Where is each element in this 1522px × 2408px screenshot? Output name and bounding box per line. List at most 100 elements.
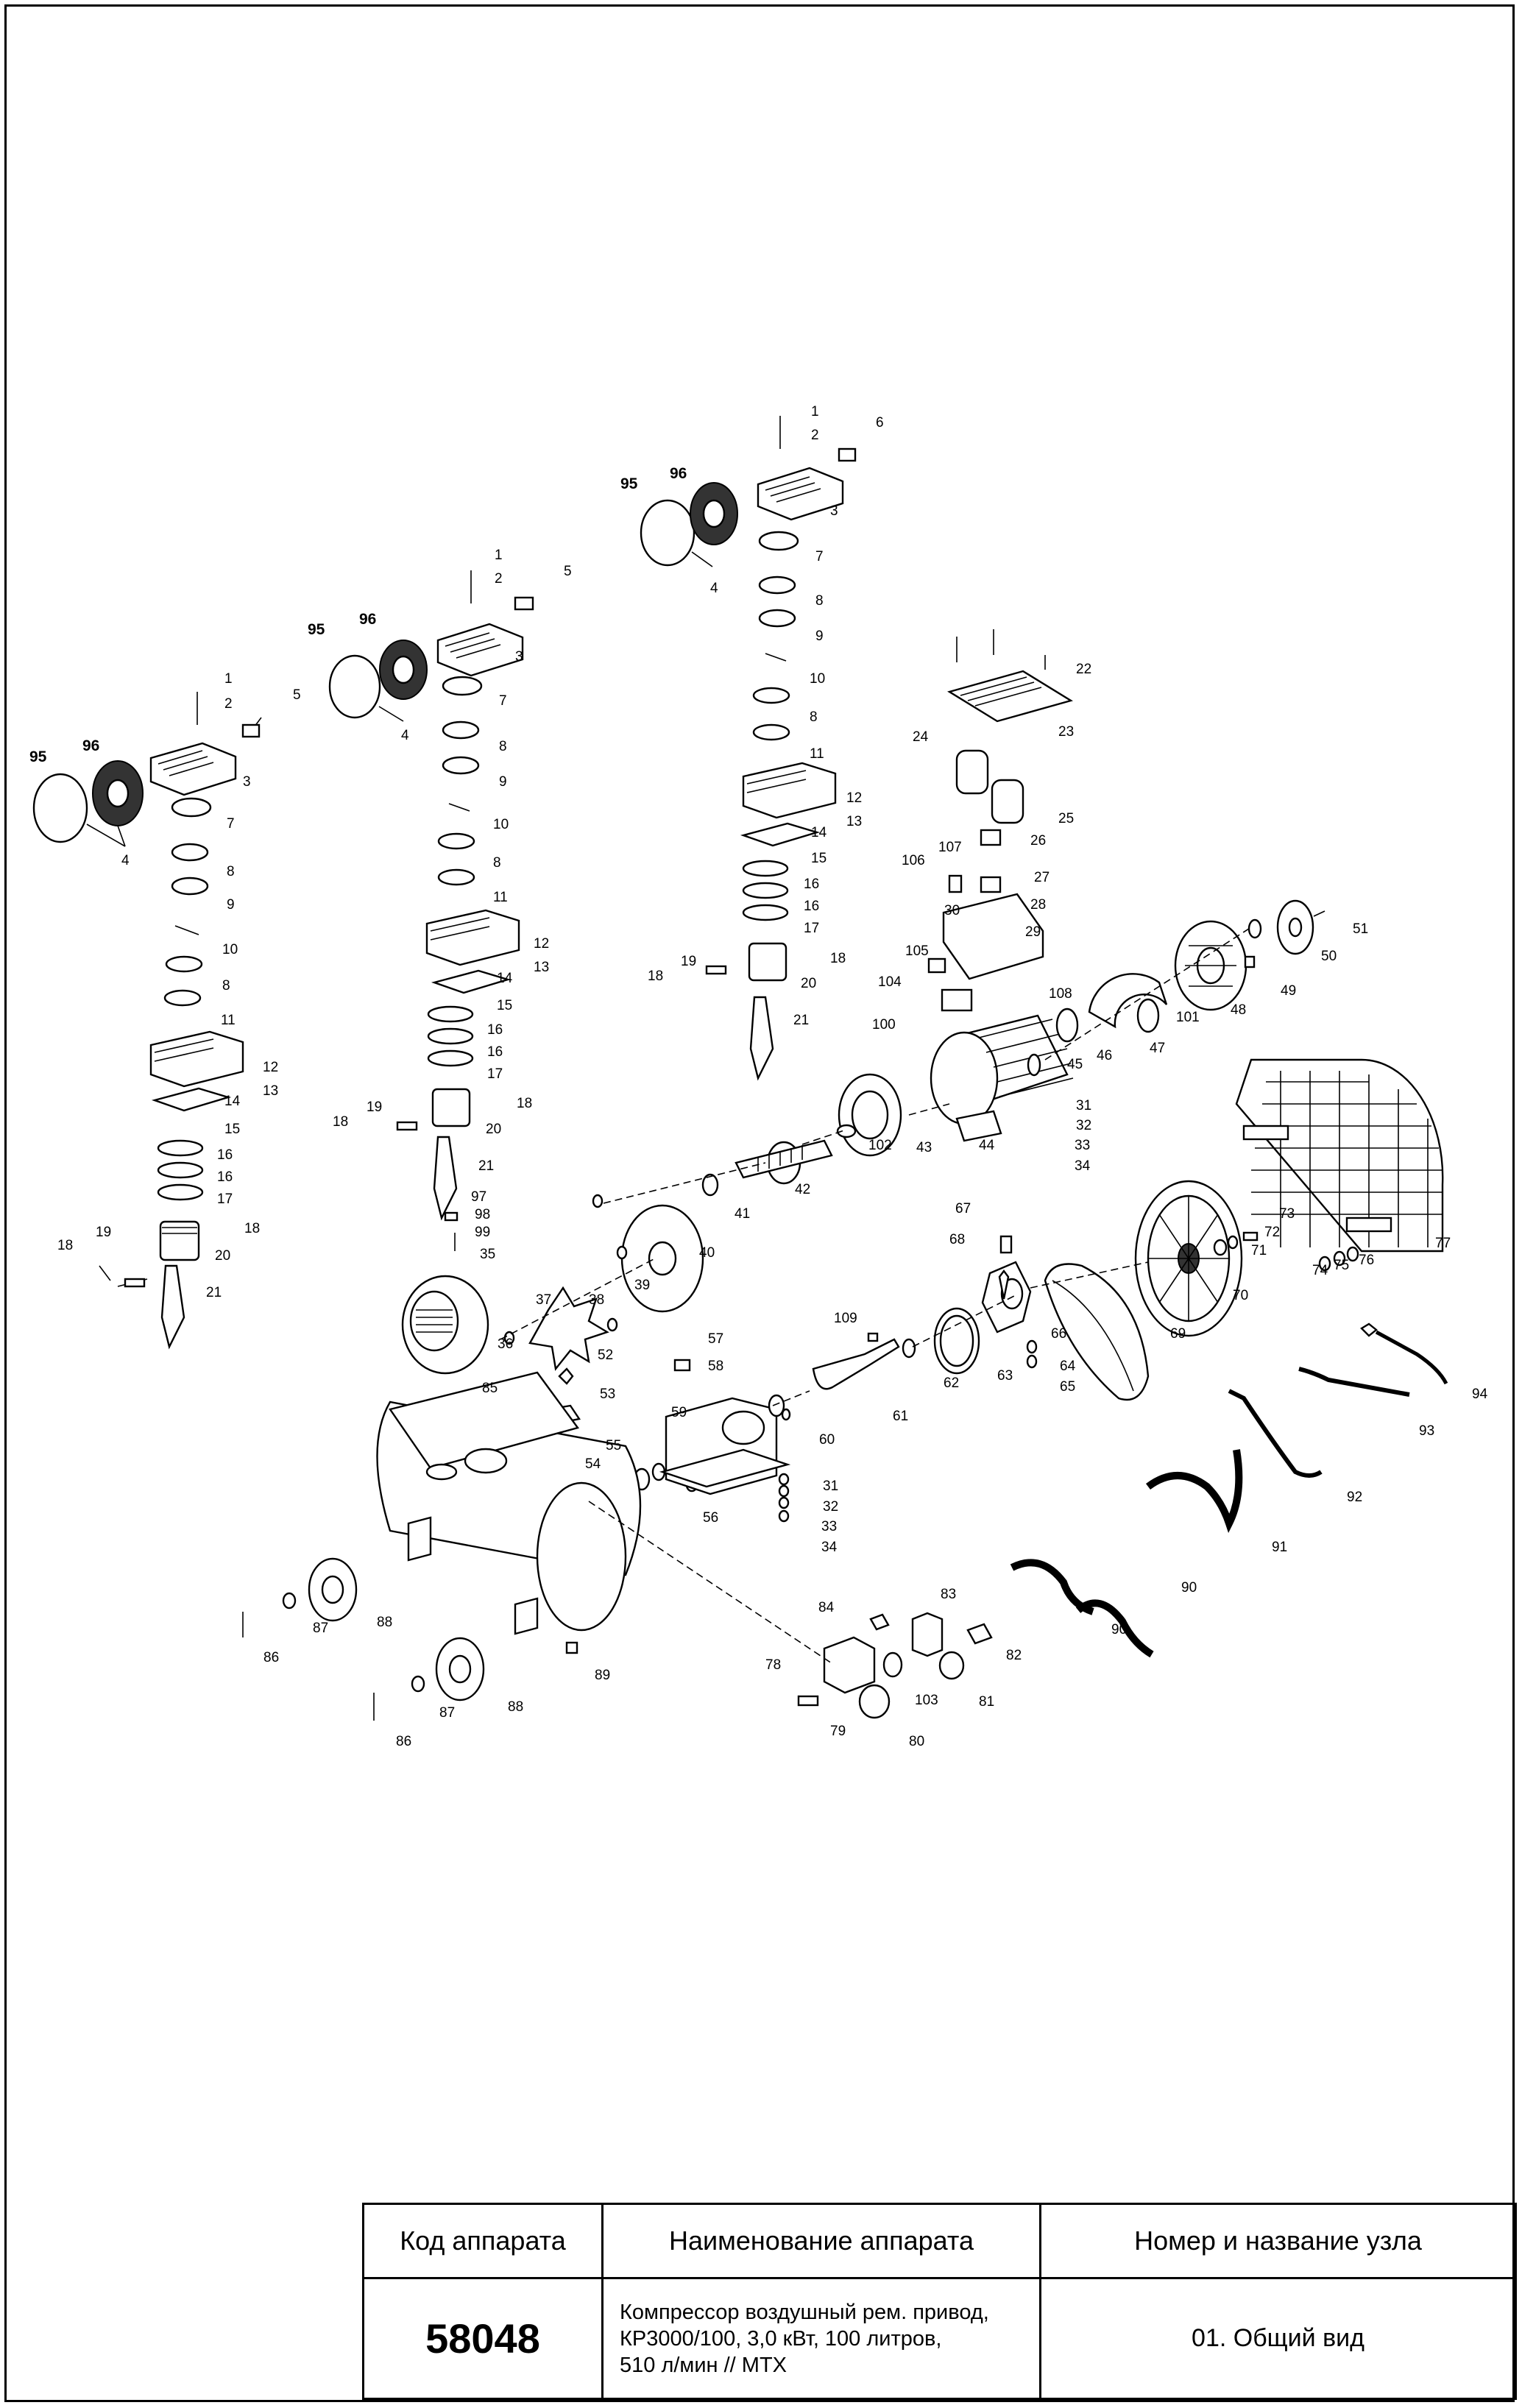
callout-21r: 21: [793, 1013, 809, 1028]
callout-10m: 10: [493, 817, 509, 832]
callout-12m: 12: [534, 936, 549, 952]
title-block: Код аппарата Наименование аппарата Номер…: [362, 2203, 1517, 2400]
callout-87: 87: [313, 1621, 328, 1636]
callout-96r: 96: [670, 465, 687, 482]
callout-15r: 15: [811, 851, 827, 866]
callout-58: 58: [708, 1359, 723, 1374]
callout-96m: 96: [359, 611, 376, 628]
callout-3m: 3: [515, 649, 523, 665]
callout-labels: 1 2 5 95 96 3 4 7 8 9 10 8 11 12 13 14 1…: [29, 404, 1488, 1749]
callout-95: 95: [29, 748, 47, 765]
callout-106: 106: [902, 853, 925, 868]
callout-37: 37: [536, 1292, 551, 1308]
header-name: Наименование аппарата: [601, 2203, 1041, 2279]
callout-60: 60: [819, 1432, 835, 1448]
callout-54: 54: [585, 1456, 601, 1472]
callout-16r: 16: [804, 877, 819, 892]
callout-89: 89: [595, 1668, 610, 1683]
callout-9r: 9: [815, 628, 824, 644]
callout-55: 55: [606, 1438, 621, 1453]
callout-18m: 18: [517, 1096, 532, 1111]
callout-48: 48: [1231, 1002, 1246, 1018]
crankcase-group: [547, 1235, 1038, 1523]
callout-33: 33: [1075, 1138, 1090, 1153]
callout-2r: 2: [811, 428, 819, 443]
callout-108: 108: [1049, 986, 1072, 1002]
callout-27: 27: [1034, 870, 1050, 885]
callout-13m: 13: [534, 960, 549, 975]
callout-71: 71: [1251, 1243, 1267, 1258]
callout-5: 5: [293, 687, 301, 703]
callout-47: 47: [1150, 1041, 1165, 1056]
callout-53: 53: [600, 1387, 615, 1402]
callout-109: 109: [834, 1311, 857, 1326]
callout-104: 104: [878, 974, 902, 990]
callout-103: 103: [915, 1693, 938, 1708]
callout-59: 59: [671, 1405, 687, 1420]
callout-18r2: 18: [648, 968, 663, 984]
callout-32: 32: [1076, 1118, 1091, 1133]
callout-90b: 90: [1181, 1580, 1197, 1596]
callout-20r: 20: [801, 976, 816, 991]
callout-96: 96: [82, 737, 99, 754]
callout-95r: 95: [620, 475, 638, 492]
callout-66: 66: [1051, 1326, 1066, 1342]
callout-15m: 15: [497, 998, 512, 1013]
callout-49: 49: [1281, 983, 1296, 999]
callout-91: 91: [1272, 1540, 1287, 1555]
motor-rear-assembly: [1027, 899, 1325, 1077]
callout-16: 16: [217, 1147, 233, 1163]
callout-41: 41: [735, 1206, 750, 1222]
callout-9: 9: [227, 897, 235, 913]
header-code: Код аппарата: [362, 2203, 604, 2279]
callout-6: 6: [876, 415, 884, 431]
callout-33b: 33: [821, 1519, 837, 1534]
callout-75: 75: [1334, 1258, 1349, 1273]
callout-16r2: 16: [804, 899, 819, 914]
callout-4m: 4: [401, 728, 409, 743]
callout-70: 70: [1233, 1288, 1248, 1303]
callout-74: 74: [1312, 1263, 1328, 1278]
callout-17r: 17: [804, 921, 819, 936]
callout-51: 51: [1353, 921, 1368, 937]
callout-77: 77: [1435, 1236, 1451, 1251]
callout-44: 44: [979, 1138, 995, 1153]
callout-107: 107: [938, 840, 962, 855]
callout-93: 93: [1419, 1423, 1434, 1439]
callout-32b: 32: [823, 1499, 838, 1515]
callout-10r: 10: [810, 671, 825, 687]
callout-72: 72: [1264, 1225, 1280, 1240]
pressure-switch-group: [797, 1612, 993, 1719]
callout-34b: 34: [821, 1540, 838, 1555]
callout-2: 2: [224, 696, 233, 712]
callout-36: 36: [498, 1336, 513, 1352]
callout-11: 11: [221, 1013, 236, 1028]
callout-85: 85: [482, 1381, 498, 1396]
callout-39: 39: [634, 1278, 650, 1293]
pulley-and-belt: [1044, 1180, 1359, 1401]
callout-1r: 1: [811, 404, 819, 419]
callout-63: 63: [997, 1368, 1013, 1384]
callout-76: 76: [1359, 1253, 1374, 1268]
callout-1: 1: [224, 671, 233, 687]
callout-13r: 13: [846, 814, 862, 829]
callout-24: 24: [913, 729, 929, 745]
callout-88: 88: [377, 1615, 392, 1630]
belt-guard: [1235, 1058, 1444, 1253]
callout-102: 102: [868, 1138, 892, 1153]
header-node: Номер и название узла: [1039, 2203, 1517, 2279]
callout-23: 23: [1058, 724, 1074, 740]
callout-12: 12: [263, 1060, 278, 1075]
callout-16b: 16: [217, 1169, 233, 1185]
callout-31: 31: [1076, 1098, 1091, 1113]
callout-16m: 16: [487, 1022, 503, 1038]
callout-19r: 19: [681, 954, 696, 969]
callout-22: 22: [1076, 662, 1091, 677]
assembly-axes: [500, 927, 1252, 1664]
callout-43: 43: [916, 1140, 932, 1155]
callout-7m: 7: [499, 693, 507, 709]
callout-18c: 18: [57, 1238, 73, 1253]
motor-front-assembly: [401, 1139, 833, 1375]
apparatus-name-line-3: 510 л/мин // MTX: [620, 2353, 787, 2377]
